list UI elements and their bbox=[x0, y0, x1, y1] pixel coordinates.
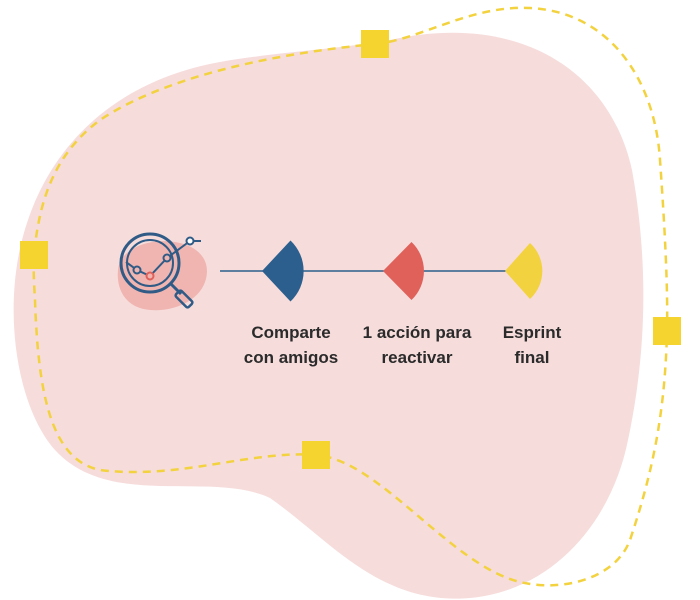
square-marker-top bbox=[361, 30, 389, 58]
step-wedge-3 bbox=[505, 243, 543, 299]
square-marker-bottom bbox=[302, 441, 330, 469]
step-label-3: Esprint final bbox=[462, 320, 602, 370]
analytics-magnifier-icon bbox=[117, 232, 207, 311]
step-label-2: 1 acción para reactivar bbox=[347, 320, 487, 370]
step-wedge-2 bbox=[383, 242, 424, 300]
step-label-1-line2: con amigos bbox=[243, 348, 339, 367]
step-label-1-line1: Comparte bbox=[251, 323, 331, 342]
dashed-loop-path bbox=[32, 6, 669, 587]
square-marker-left bbox=[20, 241, 48, 269]
step-label-2-line1: 1 acción para bbox=[362, 323, 472, 342]
background-blob bbox=[13, 32, 644, 599]
step-label-2-line2: reactivar bbox=[381, 348, 453, 367]
step-label-3-line1: Esprint bbox=[502, 323, 562, 342]
square-marker-right bbox=[653, 317, 681, 345]
step-label-1: Comparte con amigos bbox=[221, 320, 361, 370]
step-wedge-1 bbox=[262, 240, 304, 302]
step-label-3-line2: final bbox=[514, 348, 550, 367]
